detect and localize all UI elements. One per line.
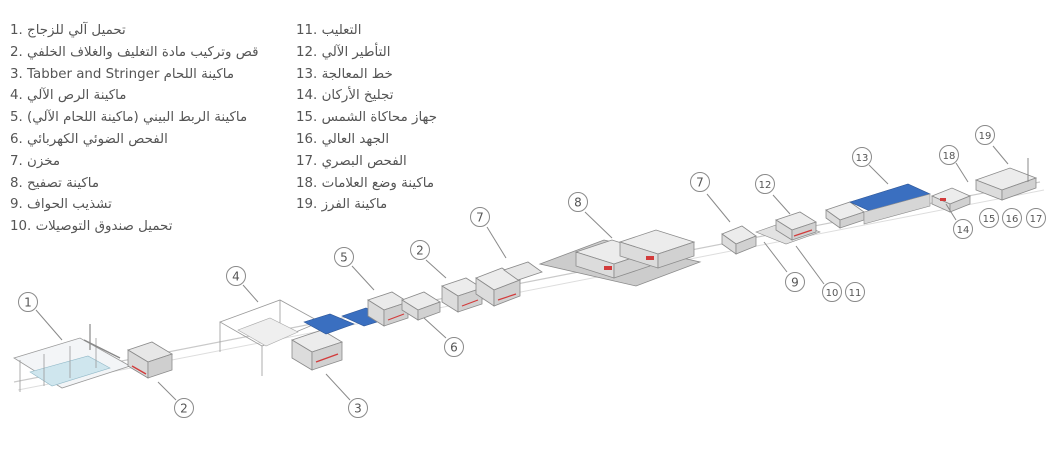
svg-text:7: 7 bbox=[476, 211, 484, 225]
svg-text:8: 8 bbox=[574, 196, 582, 210]
callout-14: 14 bbox=[953, 219, 973, 239]
svg-text:13: 13 bbox=[856, 153, 869, 164]
callout-17: 17 bbox=[1026, 208, 1046, 228]
svg-text:16: 16 bbox=[1006, 214, 1019, 225]
legend-item-17: 17. الفحص البصري bbox=[296, 153, 407, 169]
svg-text:14: 14 bbox=[957, 225, 970, 236]
machine-buffer-storage bbox=[475, 261, 543, 307]
svg-text:5: 5 bbox=[340, 251, 348, 265]
legend-item-12: 12. التأطير الآلي bbox=[296, 44, 391, 60]
svg-text:2: 2 bbox=[416, 244, 424, 258]
svg-text:9: 9 bbox=[791, 276, 799, 290]
callout-leaders bbox=[35, 145, 1009, 401]
svg-text:2: 2 bbox=[180, 402, 188, 416]
callout-5: 5 bbox=[334, 247, 354, 267]
legend-item-4: 4. ماكينة الرص الآلي bbox=[10, 88, 127, 104]
svg-text:1: 1 bbox=[24, 296, 32, 310]
callout-19: 19 bbox=[975, 125, 995, 145]
legend-item-9: 9. تشذيب الحواف bbox=[10, 197, 112, 213]
callout-9: 9 bbox=[785, 272, 805, 292]
legend-item-7: 7. مخزن bbox=[10, 153, 61, 169]
legend-item-13: 13. خط المعالجة bbox=[296, 66, 393, 82]
legend-item-15: 15. جهاز محاكاة الشمس bbox=[296, 110, 437, 126]
svg-text:4: 4 bbox=[232, 270, 240, 284]
callout-12: 12 bbox=[755, 174, 775, 194]
svg-text:12: 12 bbox=[759, 180, 772, 191]
svg-text:19: 19 bbox=[979, 131, 992, 142]
svg-text:6: 6 bbox=[450, 341, 458, 355]
legend-item-16: 16. الجهد العالي bbox=[296, 131, 390, 147]
svg-text:15: 15 bbox=[983, 214, 996, 225]
callout-18: 18 bbox=[939, 145, 959, 165]
svg-text:7: 7 bbox=[696, 176, 704, 190]
legend-item-2: 2. قص وتركيب مادة التغليف والغلاف الخلفي bbox=[10, 44, 259, 60]
callout-7a: 7 bbox=[470, 207, 490, 227]
svg-text:18: 18 bbox=[943, 151, 956, 162]
machine-laminator bbox=[538, 229, 702, 287]
callout-4: 4 bbox=[226, 266, 246, 286]
legend-item-3: 3. Tabber and Stringer ماكينة اللحام bbox=[10, 66, 235, 82]
legend-column-1: 1. تحميل آلي للزجاج 2. قص وتركيب مادة ال… bbox=[10, 20, 290, 238]
machine-curing-line bbox=[825, 183, 931, 229]
machine-eva-cutting bbox=[127, 341, 173, 379]
conveyor-rail-lower bbox=[17, 189, 1045, 391]
machine-testing-stations bbox=[930, 187, 972, 213]
legend-item-18: 18. ماكينة وضع العلامات bbox=[296, 175, 435, 191]
legend-item-14: 14. تجليخ الأركان bbox=[296, 88, 394, 104]
callouts: 1 2 3 4 5 6 2 7 8 7 9 10 11 12 13 14 15 … bbox=[18, 125, 1046, 418]
callout-2b: 2 bbox=[410, 240, 430, 260]
callout-15: 15 bbox=[979, 208, 999, 228]
legend-item-11: 11. التعليب bbox=[296, 23, 362, 38]
callout-6: 6 bbox=[444, 337, 464, 357]
legend-item-10: 10. تحميل صندوق التوصيلات bbox=[10, 219, 173, 235]
machine-el-test bbox=[401, 291, 441, 321]
svg-text:17: 17 bbox=[1030, 214, 1043, 225]
machine-interconnection bbox=[303, 291, 409, 335]
callout-7b: 7 bbox=[690, 172, 710, 192]
machine-tabber-stringer bbox=[291, 329, 343, 371]
callout-16: 16 bbox=[1002, 208, 1022, 228]
machine-sorting bbox=[974, 158, 1038, 201]
machine-framing bbox=[755, 211, 821, 245]
callout-10: 10 bbox=[822, 282, 842, 302]
machine-buffer-storage-second bbox=[721, 225, 757, 255]
callout-2a: 2 bbox=[174, 398, 194, 418]
legend-column-2: 11. التعليب 12. التأطير الآلي 13. خط الم… bbox=[296, 20, 496, 216]
legend-item-1: 1. تحميل آلي للزجاج bbox=[10, 23, 126, 38]
machine-layup-second bbox=[441, 277, 483, 313]
callout-11: 11 bbox=[845, 282, 865, 302]
legend-item-8: 8. ماكينة تصفيح bbox=[10, 175, 99, 191]
svg-text:3: 3 bbox=[354, 402, 362, 416]
legend-item-19: 19. ماكينة الفرز bbox=[296, 197, 388, 213]
svg-text:10: 10 bbox=[826, 288, 839, 299]
legend-item-6: 6. الفحص الضوئي الكهربائي bbox=[10, 131, 168, 147]
legend-item-5: 5. (ماكينة الربط البيني (ماكينة اللحام ا… bbox=[10, 110, 248, 126]
callout-3: 3 bbox=[348, 398, 368, 418]
callout-13: 13 bbox=[852, 147, 872, 167]
machine-glass-loader bbox=[13, 324, 131, 392]
svg-text:11: 11 bbox=[849, 288, 862, 299]
callout-1: 1 bbox=[18, 292, 38, 312]
callout-8: 8 bbox=[568, 192, 588, 212]
